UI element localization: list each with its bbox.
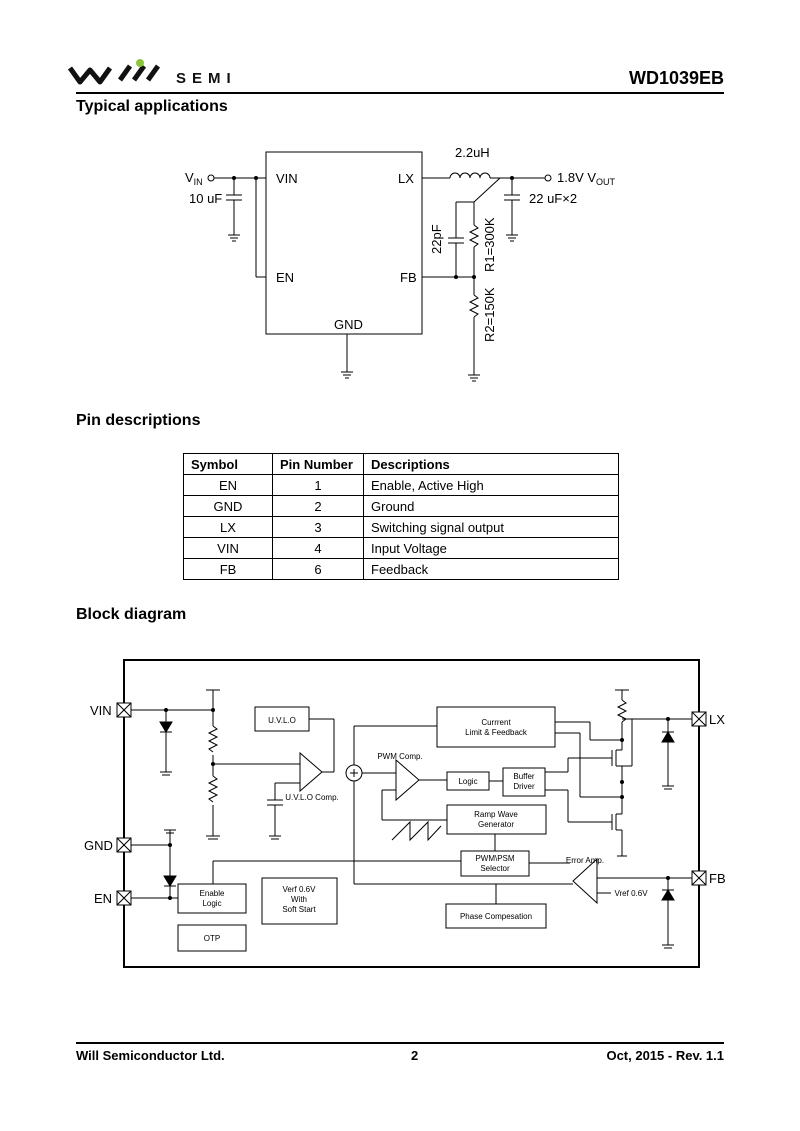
- ic-pin-fb: FB: [400, 270, 417, 285]
- buffer-label-1: Buffer: [513, 772, 535, 781]
- section-title-typical-applications: Typical applications: [76, 98, 228, 115]
- table-cell: 3: [272, 516, 364, 538]
- pin-box-gnd: [116, 837, 132, 853]
- verf-soft-start-box: [261, 877, 338, 925]
- block-pin-gnd: GND: [84, 838, 113, 853]
- ramp-label-1: Ramp Wave: [474, 810, 518, 819]
- block-pin-en: EN: [94, 891, 112, 906]
- enable-logic-label-1: Enable: [200, 889, 225, 898]
- table-cell: Feedback: [363, 558, 619, 580]
- ic-box: [265, 151, 423, 335]
- table-cell: GND: [183, 495, 273, 517]
- table-cell: 6: [272, 558, 364, 580]
- pin-box-en: [116, 890, 132, 906]
- ic-pin-lx: LX: [398, 171, 414, 186]
- logo-text: SEMI: [176, 70, 237, 87]
- pin-description-table: Symbol Pin Number Descriptions EN 1 Enab…: [183, 453, 619, 580]
- table-row: VIN 4 Input Voltage: [183, 537, 619, 559]
- ic-pin-vin: VIN: [276, 171, 298, 186]
- current-limit-label-1: Currrent: [481, 718, 511, 727]
- r1-label: R1=300K: [482, 217, 497, 272]
- header-rule: [76, 92, 724, 94]
- ic-pin-gnd: GND: [334, 317, 363, 332]
- pwm-comp-label: PWM Comp.: [377, 752, 422, 761]
- enable-logic-label-2: Logic: [202, 899, 221, 908]
- uvlo-label: U.V.L.O: [268, 716, 296, 725]
- company-logo: [68, 59, 161, 85]
- footer-company: Will Semiconductor Ltd.: [76, 1048, 225, 1063]
- vout-label: 1.8V VOUT: [557, 170, 616, 187]
- table-header-row: Symbol Pin Number Descriptions: [183, 453, 619, 475]
- footer-date-rev: Oct, 2015 - Rev. 1.1: [606, 1048, 724, 1063]
- section-title-block-diagram: Block diagram: [76, 606, 187, 623]
- pwm-psm-label-1: PWM\PSM: [475, 854, 514, 863]
- block-diagram: VIN GND EN LX FB U.V.L.O U.V.L.O Comp. P…: [84, 659, 726, 968]
- block-pin-fb: FB: [709, 871, 726, 886]
- table-header: Descriptions: [363, 453, 619, 475]
- ic-pin-en: EN: [276, 270, 294, 285]
- pwm-psm-label-2: Selector: [480, 864, 510, 873]
- table-cell: EN: [183, 474, 273, 496]
- verf-label-3: Soft Start: [282, 905, 316, 914]
- vin-label: VIN: [185, 170, 203, 187]
- verf-label-2: With: [291, 895, 307, 904]
- enable-logic-box: [177, 883, 247, 914]
- table-cell: Input Voltage: [363, 537, 619, 559]
- pin-box-lx: [691, 711, 707, 727]
- table-row: LX 3 Switching signal output: [183, 516, 619, 538]
- uvlo-comp-label: U.V.L.O Comp.: [285, 793, 339, 802]
- block-pin-vin: VIN: [90, 703, 112, 718]
- otp-box: [177, 924, 247, 952]
- phase-comp-label: Phase Compesation: [460, 912, 532, 921]
- table-cell: 2: [272, 495, 364, 517]
- block-pin-lx: LX: [709, 712, 725, 727]
- otp-label: OTP: [204, 934, 220, 943]
- table-cell: FB: [183, 558, 273, 580]
- ramp-label-2: Generator: [478, 820, 514, 829]
- current-limit-box: [436, 706, 556, 748]
- table-row: FB 6 Feedback: [183, 558, 619, 580]
- inductor-label: 2.2uH: [455, 145, 490, 160]
- table-cell: 4: [272, 537, 364, 559]
- typical-application-schematic: VIN 10 uF VIN EN LX FB GND 2.2uH 1.8V VO…: [185, 145, 616, 382]
- error-amp-label: Error Amp.: [566, 856, 604, 865]
- vin-terminal: [207, 174, 215, 182]
- table-cell: 1: [272, 474, 364, 496]
- cin-label: 10 uF: [189, 191, 222, 206]
- chip-outline: [123, 659, 700, 968]
- pin-box-fb: [691, 870, 707, 886]
- table-cell: Switching signal output: [363, 516, 619, 538]
- ramp-generator-box: [446, 804, 547, 835]
- footer-rule: [76, 1042, 724, 1044]
- vref-label: Vref 0.6V: [614, 889, 648, 898]
- part-number: WD1039EB: [628, 68, 724, 88]
- vout-terminal: [544, 174, 552, 182]
- current-limit-label-2: Limit & Feedback: [465, 728, 528, 737]
- table-cell: LX: [183, 516, 273, 538]
- logic-label: Logic: [458, 777, 477, 786]
- table-header: Pin Number: [272, 453, 364, 475]
- table-row: GND 2 Ground: [183, 495, 619, 517]
- buffer-driver-box: [502, 767, 546, 797]
- buffer-label-2: Driver: [513, 782, 535, 791]
- footer-page-number: 2: [411, 1048, 419, 1063]
- table-cell: VIN: [183, 537, 273, 559]
- cout-label: 22 uF×2: [529, 191, 577, 206]
- pin-box-vin: [116, 702, 132, 718]
- cff-label: 22pF: [429, 224, 444, 254]
- table-row: EN 1 Enable, Active High: [183, 474, 619, 496]
- section-title-pin-descriptions: Pin descriptions: [76, 412, 201, 429]
- table-header: Symbol: [183, 453, 273, 475]
- verf-label-1: Verf 0.6V: [283, 885, 317, 894]
- table-cell: Ground: [363, 495, 619, 517]
- r2-label: R2=150K: [482, 287, 497, 342]
- table-cell: Enable, Active High: [363, 474, 619, 496]
